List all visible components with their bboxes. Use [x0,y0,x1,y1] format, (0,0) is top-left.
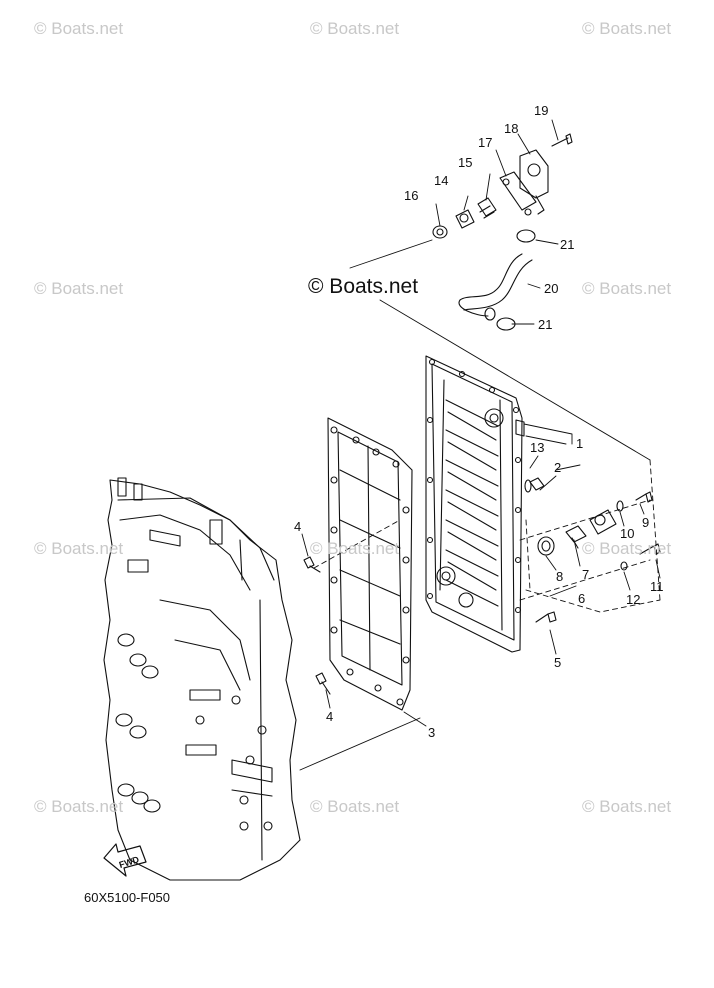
callout-1: 1 [576,436,584,451]
watermark: © Boats.net [310,19,400,38]
watermark: © Boats.net [582,19,672,38]
fwd-label: FWD [118,854,141,870]
callout-16: 16 [404,188,419,203]
callout-7: 7 [582,567,590,582]
watermark: © Boats.net [34,19,124,38]
watermark: © Boats.net [310,539,400,558]
callout-2: 2 [554,460,562,475]
watermark: © Boats.net [34,539,124,558]
callout-4: 4 [326,709,334,724]
cover-outline [425,355,525,653]
watermark: © Boats.net [34,279,124,298]
diagram-code: 60X5100-F050 [84,890,171,905]
callout-21: 21 [538,317,553,332]
callout-13: 13 [530,440,545,455]
callout-21: 21 [560,237,575,252]
callout-5: 5 [554,655,562,670]
callout-3: 3 [428,725,436,740]
callout-14: 14 [434,173,449,188]
watermark: © Boats.net [582,797,672,816]
callout-19: 19 [534,103,549,118]
callout-10: 10 [620,526,635,541]
watermark: © Boats.net [34,797,124,816]
callout-4: 4 [294,519,302,534]
callout-20: 20 [544,281,559,296]
watermark: © Boats.net [582,279,672,298]
callout-12: 12 [626,592,641,607]
hose-fitting-parts [432,133,573,331]
engine-block-outline [103,477,301,881]
callout-leaders [301,119,661,727]
callout-15: 15 [458,155,473,170]
callout-8: 8 [556,569,564,584]
callout-18: 18 [504,121,519,136]
gasket-outline [327,417,413,711]
watermark: © Boats.net [582,539,672,558]
bolt-parts [303,491,661,695]
callout-17: 17 [478,135,493,150]
watermark: © Boats.net [310,797,400,816]
callout-6: 6 [578,591,586,606]
guide-lines [299,239,661,771]
watermark-main: © Boats.net [308,275,419,298]
callout-9: 9 [642,515,650,530]
callout-11: 11 [650,579,664,594]
